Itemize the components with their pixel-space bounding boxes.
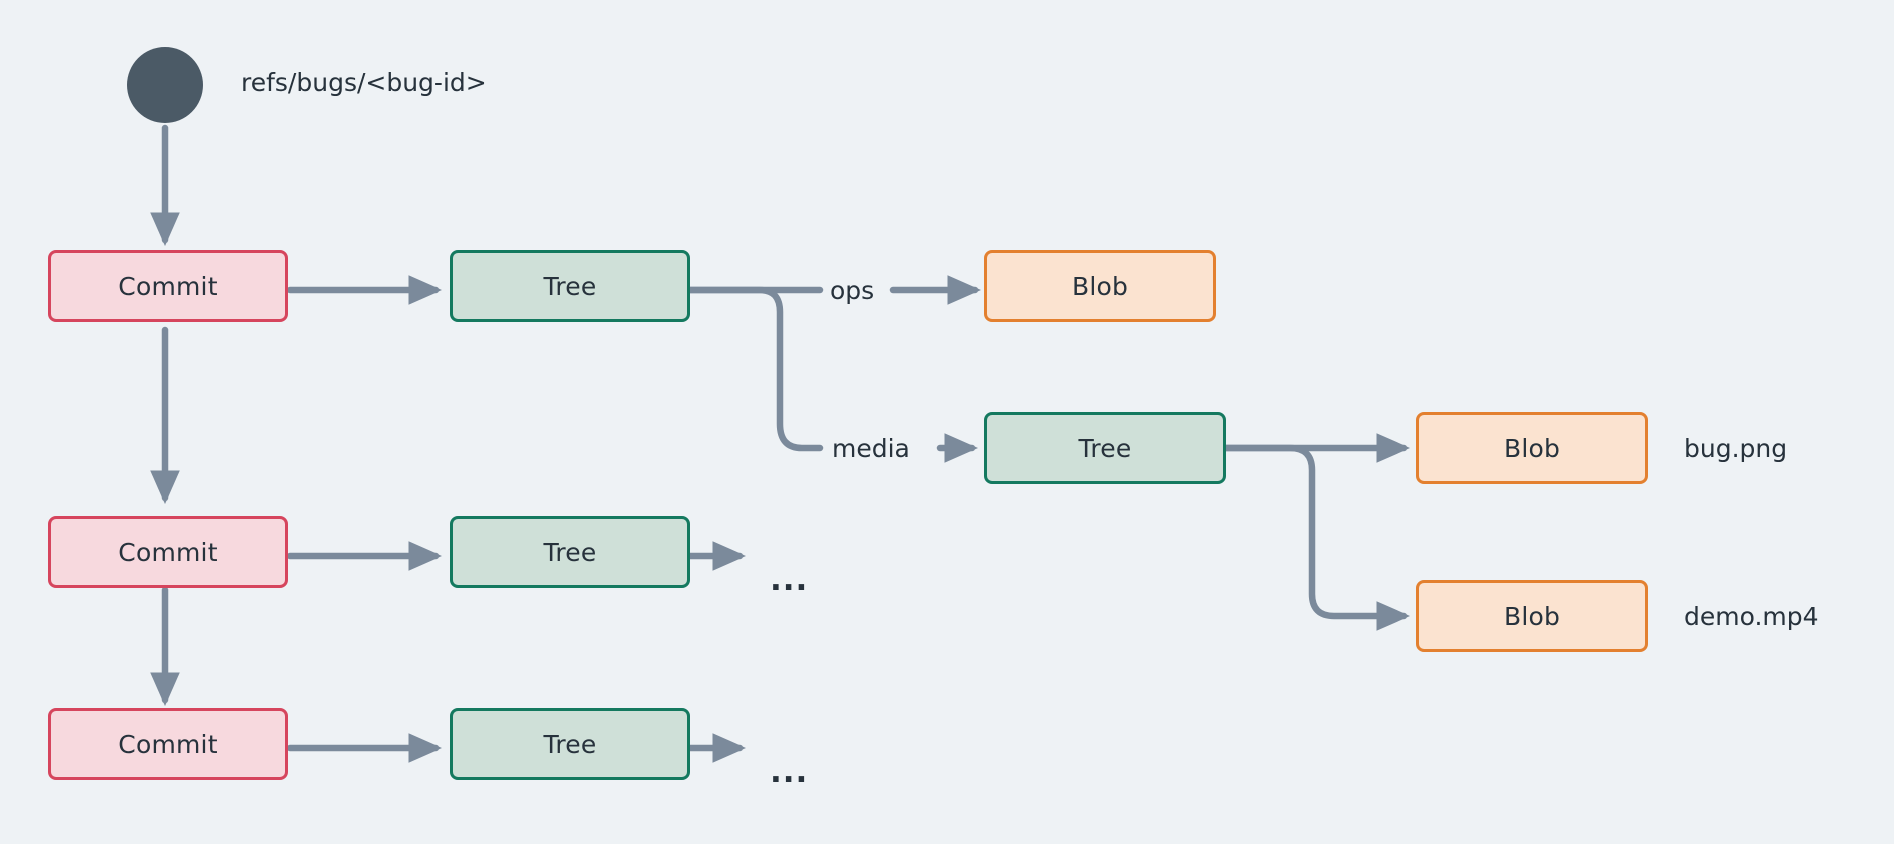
node-tree-3[interactable]: Tree bbox=[450, 708, 690, 780]
ref-label: refs/bugs/<bug-id> bbox=[241, 68, 487, 97]
node-blob-ops[interactable]: Blob bbox=[984, 250, 1216, 322]
ref-dot[interactable] bbox=[127, 47, 203, 123]
node-commit-2[interactable]: Commit bbox=[48, 516, 288, 588]
edge-label-ops: ops bbox=[830, 276, 875, 305]
ellipsis-row-3: ... bbox=[770, 754, 809, 790]
ellipsis-row-2: ... bbox=[770, 562, 809, 598]
file-label-demo-mp4: demo.mp4 bbox=[1684, 602, 1819, 631]
node-tree-2[interactable]: Tree bbox=[450, 516, 690, 588]
edge-label-media: media bbox=[832, 434, 910, 463]
node-blob-demo-mp4[interactable]: Blob bbox=[1416, 580, 1648, 652]
edge-tree1-to-media bbox=[686, 286, 824, 452]
file-label-bug-png: bug.png bbox=[1684, 434, 1788, 463]
node-commit-3[interactable]: Commit bbox=[48, 708, 288, 780]
node-tree-1[interactable]: Tree bbox=[450, 250, 690, 322]
node-blob-bug-png[interactable]: Blob bbox=[1416, 412, 1648, 484]
node-commit-1[interactable]: Commit bbox=[48, 250, 288, 322]
node-tree-media[interactable]: Tree bbox=[984, 412, 1226, 484]
edge-treemedia-to-blob-demo bbox=[1222, 444, 1411, 631]
